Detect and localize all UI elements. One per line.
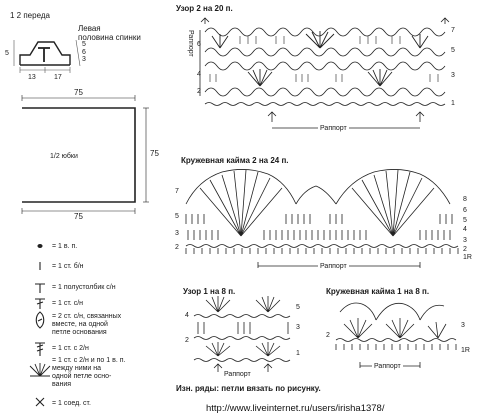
front-half-label: 1 2 переда: [10, 11, 50, 20]
half-double-crochet-icon: [35, 283, 45, 293]
lace2-row-2-left: 2: [175, 244, 179, 251]
watermark-url: http://www.liveinternet.ru/users/irisha1…: [206, 403, 385, 414]
legend-dc-text: = 1 ст. с/н: [52, 300, 84, 307]
bodice-dimension-lines: [13, 39, 81, 73]
dim-label-17: 17: [54, 74, 62, 81]
lace2-row-5: 5: [463, 217, 467, 224]
pattern2-row-2: 2: [197, 88, 201, 95]
lace2-title: Кружевная кайма 2 на 24 п.: [181, 156, 289, 165]
chain-icon: [37, 244, 43, 248]
legend-slip-text: = 1 соед. ст.: [52, 400, 91, 407]
pattern2-title: Узор 2 на 20 п.: [176, 4, 233, 13]
skirt-top-dim: 75: [74, 88, 83, 97]
fan-icon: [29, 363, 51, 377]
pattern2-row-3: 3: [451, 72, 455, 79]
pattern2-row-6: 6: [197, 41, 201, 48]
row-count-2: 6: [82, 49, 86, 56]
pattern2-rapport-bottom: Раппорт: [318, 125, 349, 132]
dim-label-13: 13: [28, 74, 36, 81]
skirt-bottom-dim: 75: [74, 212, 83, 221]
legend-tr-text: = 1 ст. с 2/н: [52, 345, 89, 352]
legend-cluster-text: = 2 ст. с/н, связанных вместе, на одной …: [52, 313, 122, 336]
pattern2-row-1: 1: [451, 100, 455, 107]
lace2-row-8: 8: [463, 196, 467, 203]
legend-sc-text: = 1 ст. б/н: [52, 263, 84, 270]
row-count-1: 5: [82, 41, 86, 48]
lace1-rapport: Раппорт: [372, 363, 403, 370]
pattern2-row-7: 7: [451, 27, 455, 34]
lace2-row-3: 3: [463, 237, 467, 244]
pattern1-row-3: 3: [296, 324, 300, 331]
lace2-rapport: Раппорт: [318, 263, 349, 270]
pattern2-row-4: 4: [197, 71, 201, 78]
lace1-title: Кружевная кайма 1 на 8 п.: [326, 287, 430, 296]
pattern1-row-4: 4: [185, 312, 189, 319]
legend-chain-text: = 1 в. п.: [52, 243, 78, 250]
row-count-4: 5: [5, 50, 9, 57]
lace2-row-7: 7: [175, 188, 179, 195]
skirt-side-dim: 75: [150, 149, 159, 158]
row-count-3: 3: [82, 56, 86, 63]
lace1-row-2: 2: [326, 332, 330, 339]
pattern1-row-1: 1: [296, 350, 300, 357]
treble-crochet-icon: [35, 342, 45, 356]
slip-stitch-icon: [35, 397, 45, 407]
bodice-schematic: [19, 41, 71, 66]
pattern1-rapport: Раппорт: [224, 371, 251, 378]
lace2-row-5-left: 5: [175, 213, 179, 220]
cluster-icon: [35, 311, 45, 329]
lace2-row-4: 4: [463, 226, 467, 233]
skirt-label: 1/2 юбки: [50, 153, 78, 160]
back-half-label: Левая половина спинки: [78, 24, 141, 42]
lace2-row-3-left: 3: [175, 230, 179, 237]
lace2-row-6: 6: [463, 207, 467, 214]
lace1-row-1r: 1R: [461, 347, 470, 354]
lace2-row-1r: 1R: [463, 254, 472, 261]
pattern2-row-5: 5: [451, 47, 455, 54]
pattern1-title: Узор 1 на 8 п.: [183, 287, 236, 296]
lace2-row-2: 2: [463, 246, 467, 253]
wrong-side-note: Изн. ряды: петли вязать по рисунку.: [176, 384, 321, 393]
pattern1-row-5: 5: [296, 304, 300, 311]
legend-fan-text: = 1 ст. с 2/н и по 1 в. п. между ними на…: [52, 357, 126, 388]
pattern1-row-2: 2: [185, 337, 189, 344]
double-crochet-icon: [35, 298, 45, 309]
skirt-schematic: [21, 95, 149, 214]
legend-hdc-text: = 1 полустолбик с/н: [52, 284, 116, 291]
lace1-row-3: 3: [461, 322, 465, 329]
